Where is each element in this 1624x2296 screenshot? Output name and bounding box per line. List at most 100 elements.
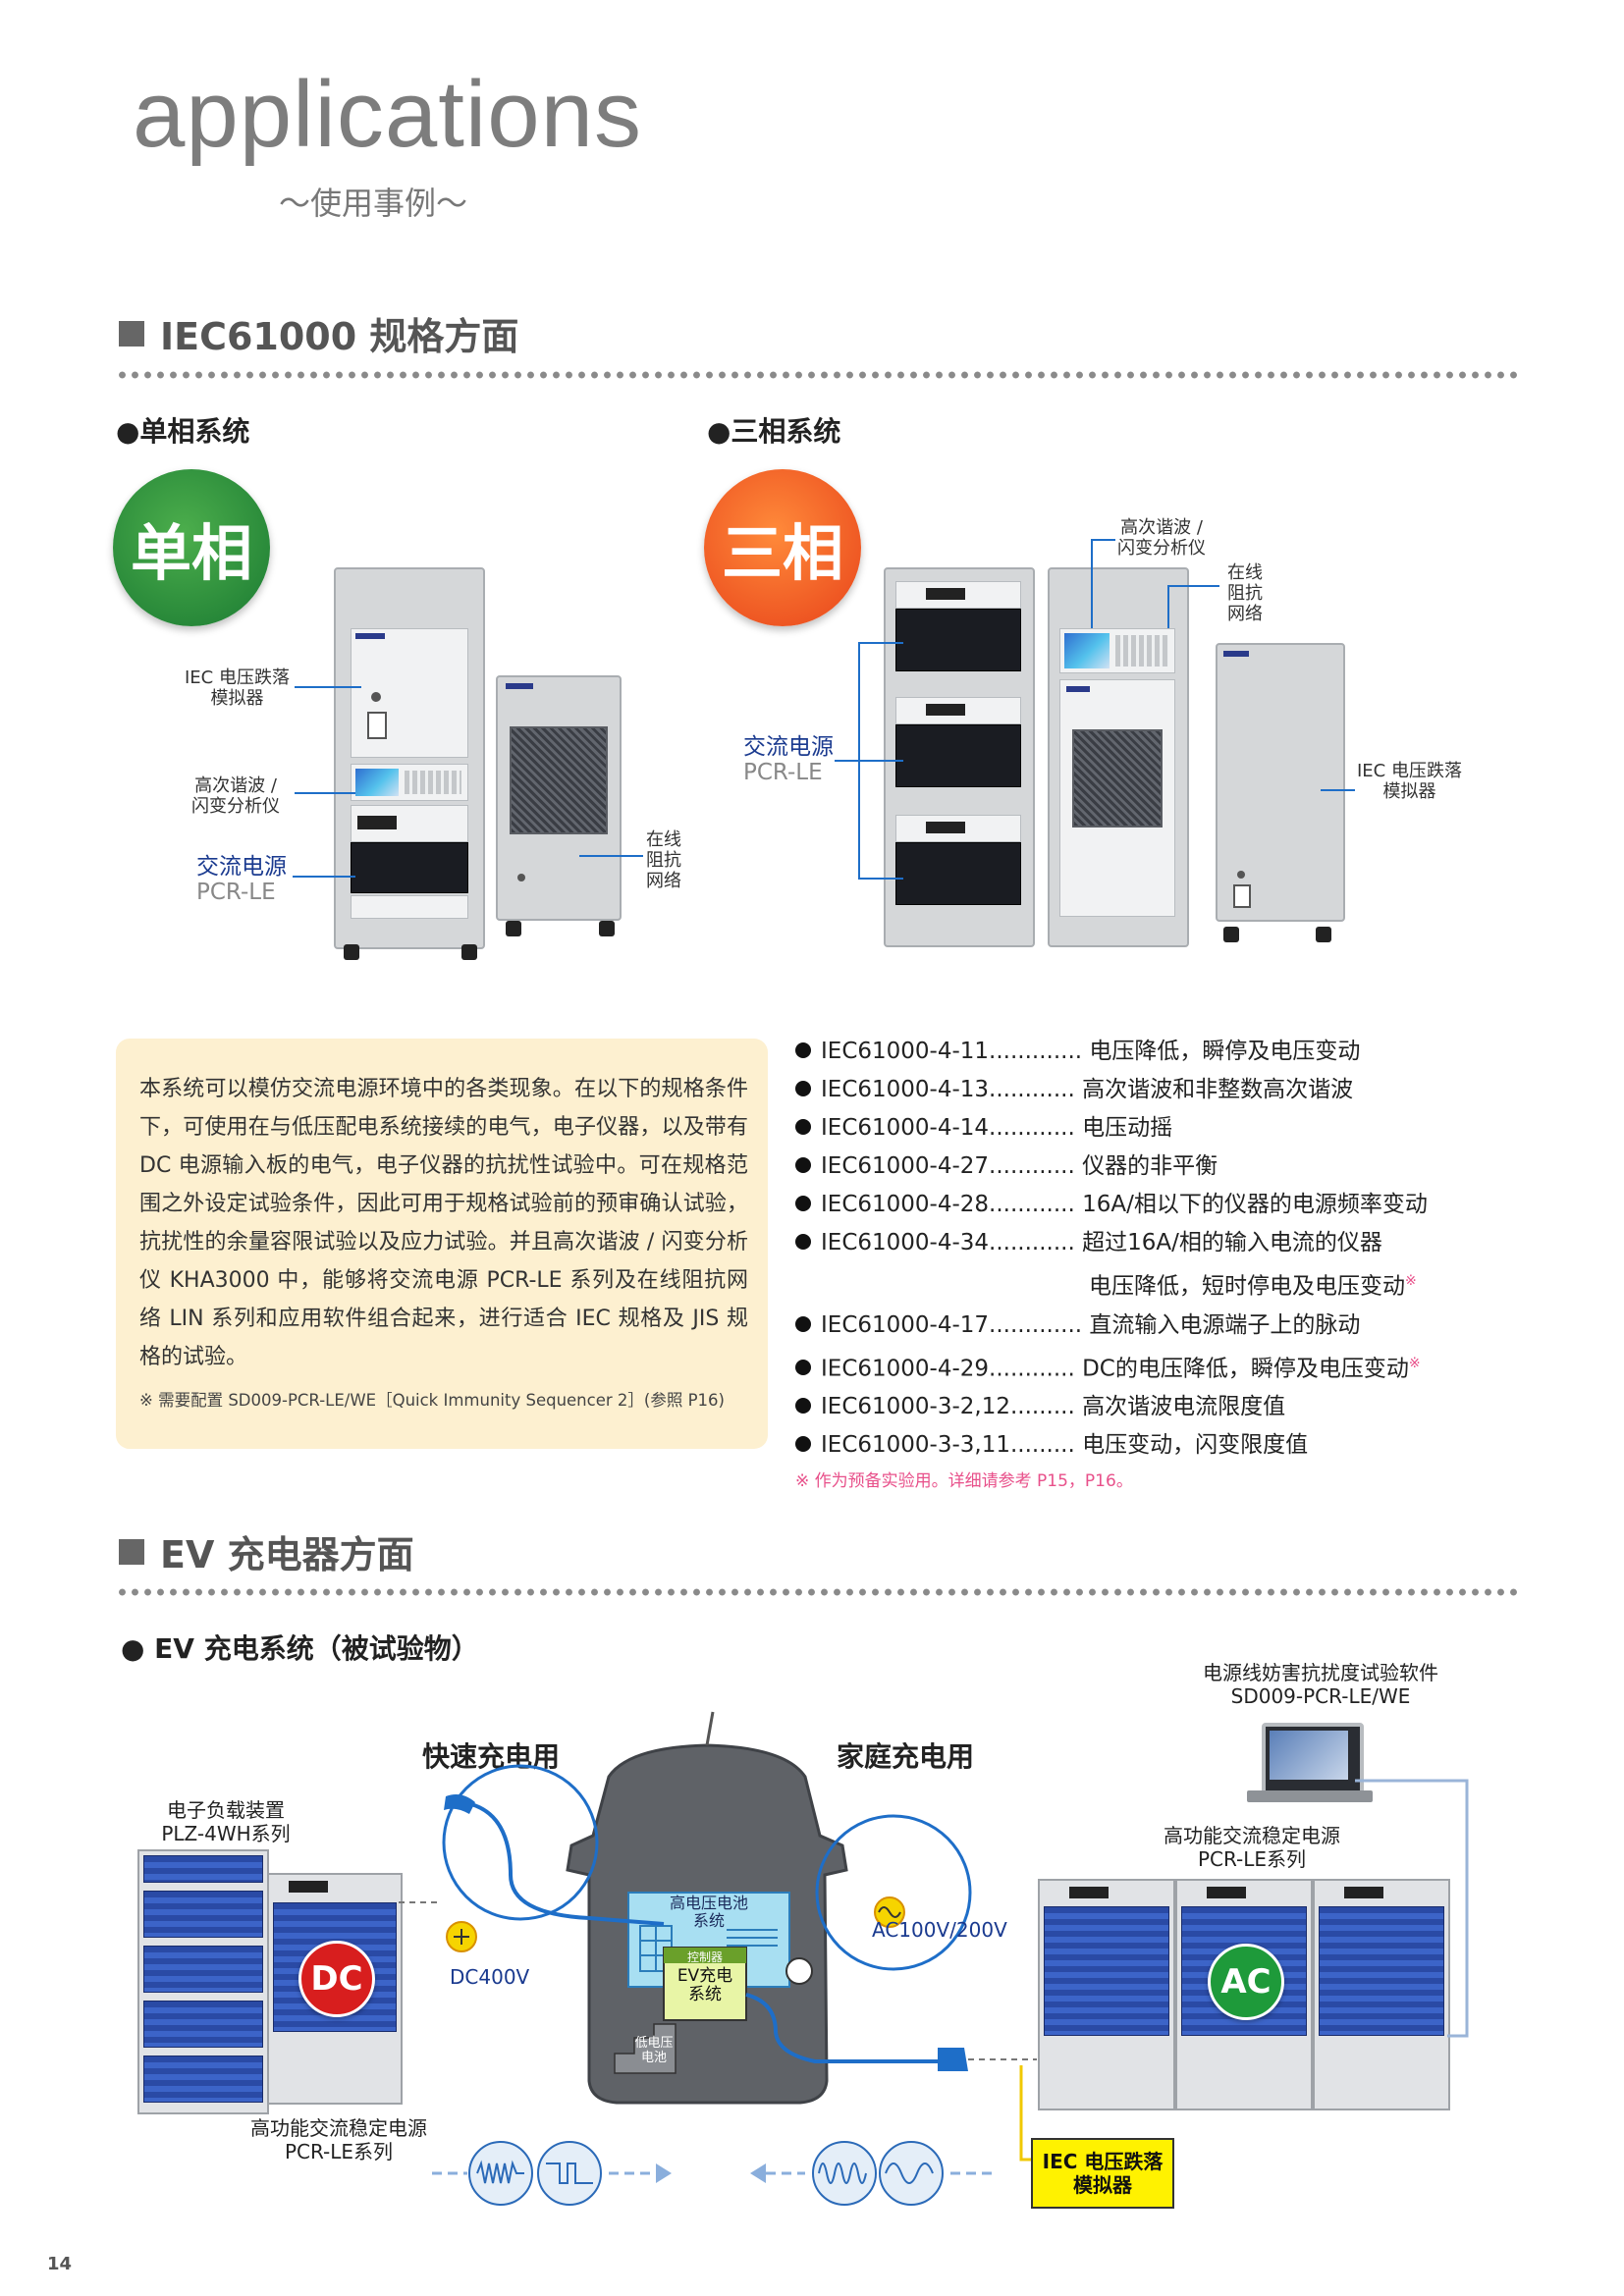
home-connector-circle xyxy=(815,1814,972,1971)
harmonic-analyzer-unit xyxy=(1059,628,1175,673)
standard-item: IEC61000-4-28............ 16A/相以下的仪器的电源频… xyxy=(795,1186,1428,1224)
square-bullet-icon xyxy=(119,320,144,347)
power-switch-icon xyxy=(1233,884,1251,908)
lin-unit xyxy=(496,675,622,921)
bullet-icon xyxy=(795,1398,811,1415)
waveform-circle xyxy=(537,2141,602,2206)
square-bullet-icon xyxy=(119,1538,144,1565)
ev-charger-label: EV充电 系统 xyxy=(677,1966,733,2004)
dc400-label: DC400V xyxy=(450,1965,530,1989)
ac100-label: AC100V/200V xyxy=(872,1918,1007,1942)
wheel-icon xyxy=(461,944,477,960)
analyzer-keys xyxy=(405,771,461,794)
standards-list: IEC61000-4-11............. 电压降低，瞬停及电压变动 … xyxy=(795,1033,1428,1465)
description-note: ※ 需要配置 SD009-PCR-LE/WE［Quick Immunity Se… xyxy=(139,1391,725,1410)
harmonic-analyzer-unit xyxy=(351,764,468,801)
laptop-icon xyxy=(1262,1723,1364,1795)
three-phase-leader-lines xyxy=(835,539,1355,880)
dc-badge: DC xyxy=(298,1941,375,2017)
single-phase-title: ●单相系统 xyxy=(116,415,250,448)
pcr-power-rack xyxy=(895,724,1021,787)
load-module xyxy=(143,1855,263,1883)
pcr-display xyxy=(357,816,397,829)
software-link xyxy=(1355,1779,1469,2038)
load-module xyxy=(143,1946,263,1993)
bullet-icon xyxy=(795,1081,811,1096)
pcr-control-panel xyxy=(895,815,1021,842)
ac-waveform xyxy=(818,2163,867,2184)
bullet-icon xyxy=(795,1436,811,1453)
three-analyzer-cabinet xyxy=(1048,567,1189,947)
arrow-right-icon xyxy=(656,2163,672,2183)
wheel-icon xyxy=(1316,927,1331,942)
load-label: 电子负载装置 PLZ-4WH系列 xyxy=(161,1798,291,1845)
dc-waveform xyxy=(476,2160,524,2184)
standards-note: ※ 作为预备实验用。详细请参考 P15，P16。 xyxy=(795,1471,1133,1491)
ac-badge: AC xyxy=(1208,1944,1284,2020)
single-phase-badge: 单相 xyxy=(113,469,270,626)
standard-item: IEC61000-4-13............ 高次谐波和非整数高次谐波 xyxy=(795,1071,1428,1109)
controller-label: 控制器 xyxy=(686,1950,723,1964)
single-phase-leader-lines xyxy=(293,686,643,878)
home-charge-label: 家庭充电用 xyxy=(837,1740,975,1773)
label-ac-model: PCR-LE xyxy=(743,760,823,785)
standard-item: IEC61000-3-2,12......... 高次谐波电流限度值 xyxy=(795,1388,1428,1426)
section-heading-ev: EV 充电器方面 xyxy=(119,1524,414,1578)
pcr-unit-right-3 xyxy=(1313,1879,1450,2110)
low-battery-label: 低电压 电池 xyxy=(634,2036,674,2065)
power-indicator-icon xyxy=(517,874,525,881)
waveform-circle xyxy=(879,2141,944,2206)
ev-system-title: ● EV 充电系统（被试验物） xyxy=(121,1632,479,1665)
controller-strip xyxy=(664,1948,746,1963)
label-ac-source: 交流电源 xyxy=(743,734,834,760)
software-label: 电源线妨害抗扰度试验软件 SD009-PCR-LE/WE xyxy=(1203,1661,1438,1708)
label-lin: 在线 阻抗 网络 xyxy=(1227,562,1263,624)
bullet-icon xyxy=(795,1157,811,1173)
wheel-icon xyxy=(599,921,615,936)
standard-item: IEC61000-4-34............ 超过16A/相的输入电流的仪… xyxy=(795,1224,1428,1262)
pcr-unit-right-1 xyxy=(1038,1879,1175,2110)
pcr-power-rack xyxy=(351,842,468,893)
standard-item: IEC61000-4-11............. 电压降低，瞬停及电压变动 xyxy=(795,1033,1428,1071)
wheel-icon xyxy=(344,944,359,960)
three-pcr-cabinet xyxy=(884,567,1035,947)
standard-item: IEC61000-4-27............ 仪器的非平衡 xyxy=(795,1148,1428,1186)
pcr-right-label: 高功能交流稳定电源 PCR-LE系列 xyxy=(1164,1824,1340,1871)
power-switch-icon xyxy=(367,712,387,739)
laptop-screen xyxy=(1270,1731,1348,1780)
standard-item: IEC61000-4-14............ 电压动摇 xyxy=(795,1109,1428,1148)
label-harmonic-analyzer: 高次谐波 / 闪变分析仪 xyxy=(1117,517,1206,559)
outlet-icon xyxy=(785,1957,813,1985)
section-heading-text: IEC61000 规格方面 xyxy=(160,315,519,358)
analyzer-screen xyxy=(355,769,399,796)
section-heading-iec: IEC61000 规格方面 xyxy=(119,306,518,360)
bullet-icon xyxy=(795,1196,811,1211)
dc-cable xyxy=(470,1802,665,1926)
label-ac-source: 交流电源 xyxy=(196,854,287,880)
battery-label: 高电压电池 系统 xyxy=(669,1894,748,1930)
page-title: applications xyxy=(133,62,642,167)
dc-plug-icon xyxy=(444,1794,475,1814)
pcr-control-panel xyxy=(895,697,1021,724)
bullet-icon xyxy=(795,1119,811,1135)
bullet-icon xyxy=(795,1315,811,1332)
description-text: 本系统可以模仿交流电源环境中的各类现象。在以下的规格条件下，可使用在与低压配电系… xyxy=(139,1077,748,1369)
wheel-icon xyxy=(1223,927,1239,942)
dotted-divider xyxy=(116,371,1522,379)
analyzer-keys xyxy=(1115,635,1168,667)
low-battery-icon xyxy=(614,2023,677,2074)
dotted-divider xyxy=(116,1588,1522,1596)
car-antenna xyxy=(705,1711,715,1746)
ev-diagram xyxy=(399,1711,1469,2206)
pcr-power-rack xyxy=(895,842,1021,905)
analyzer-screen xyxy=(1064,633,1110,668)
three-phase-title: ●三相系统 xyxy=(707,415,841,448)
brand-logo xyxy=(506,683,533,689)
standard-item-continued: 电压降低，短时停电及电压变动※ xyxy=(1089,1273,1417,1300)
pcr-control-panel xyxy=(351,805,468,842)
description-box: 本系统可以模仿交流电源环境中的各类现象。在以下的规格条件下，可使用在与低压配电系… xyxy=(116,1039,768,1449)
three-phase-badge: 三相 xyxy=(704,469,861,626)
brand-logo xyxy=(355,633,385,639)
label-dip-simulator: IEC 电压跌落 模拟器 xyxy=(1357,761,1462,802)
load-module xyxy=(143,1891,263,1938)
